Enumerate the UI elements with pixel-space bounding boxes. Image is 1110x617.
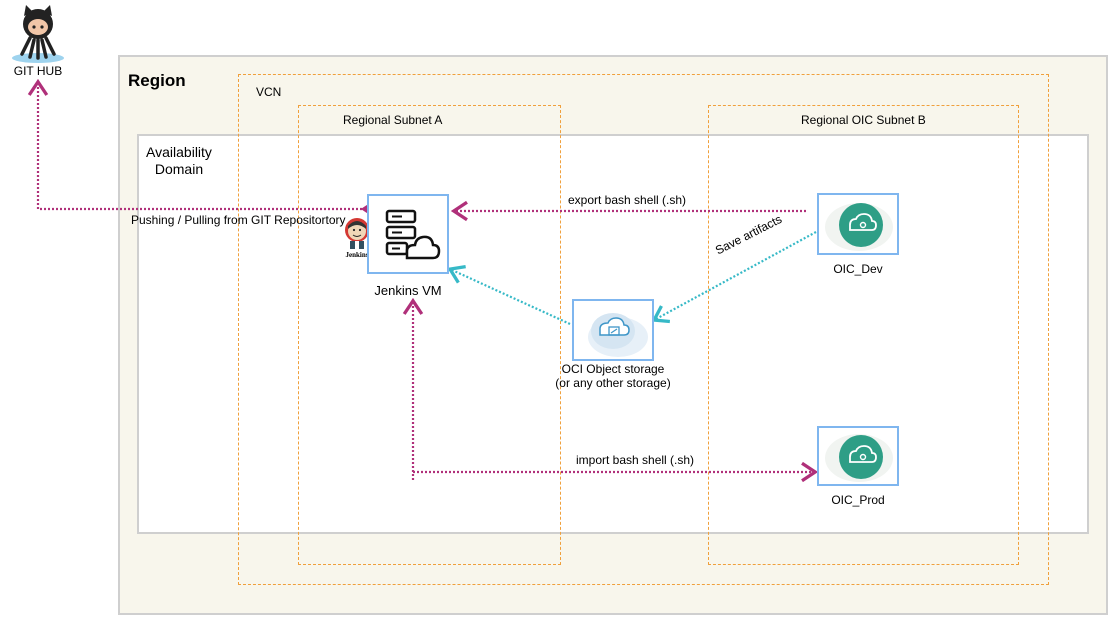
oic-cloud-icon <box>825 434 893 482</box>
object-storage-icon <box>588 313 648 357</box>
object-storage-label: OCI Object storage (or any other storage… <box>548 362 678 390</box>
object-storage-label-line2: (or any other storage) <box>555 376 671 390</box>
oic-prod-label: OIC_Prod <box>831 493 885 507</box>
jenkins-vm-label: Jenkins VM <box>374 283 442 298</box>
jenkins-vm-node[interactable] <box>367 194 449 274</box>
jenkins-storage-connector <box>447 264 571 326</box>
oic-dev-label: OIC_Dev <box>833 262 883 276</box>
export-edge-label: export bash shell (.sh) <box>568 193 687 207</box>
git-connector <box>27 78 378 220</box>
subnet-b-title: Regional OIC Subnet B <box>801 113 926 127</box>
subnet-a-container <box>298 105 561 565</box>
git-edge-label: Pushing / Pulling from GIT Repositortory <box>131 213 346 227</box>
server-cloud-icon <box>385 209 441 260</box>
subnet-b-container <box>708 105 1019 565</box>
oic-prod-node[interactable] <box>817 426 899 486</box>
jenkins-logo-text: Jenkins <box>345 251 369 259</box>
oic-dev-node[interactable] <box>817 193 899 255</box>
vcn-container <box>238 74 1049 585</box>
import-edge-label: import bash shell (.sh) <box>576 453 695 467</box>
github-label: GIT HUB <box>13 64 63 78</box>
github-octocat-icon <box>8 2 68 64</box>
oic-cloud-icon <box>825 203 893 251</box>
object-storage-node[interactable] <box>572 299 654 361</box>
object-storage-label-line1: OCI Object storage <box>561 362 665 376</box>
jenkins-logo-icon <box>342 216 372 260</box>
